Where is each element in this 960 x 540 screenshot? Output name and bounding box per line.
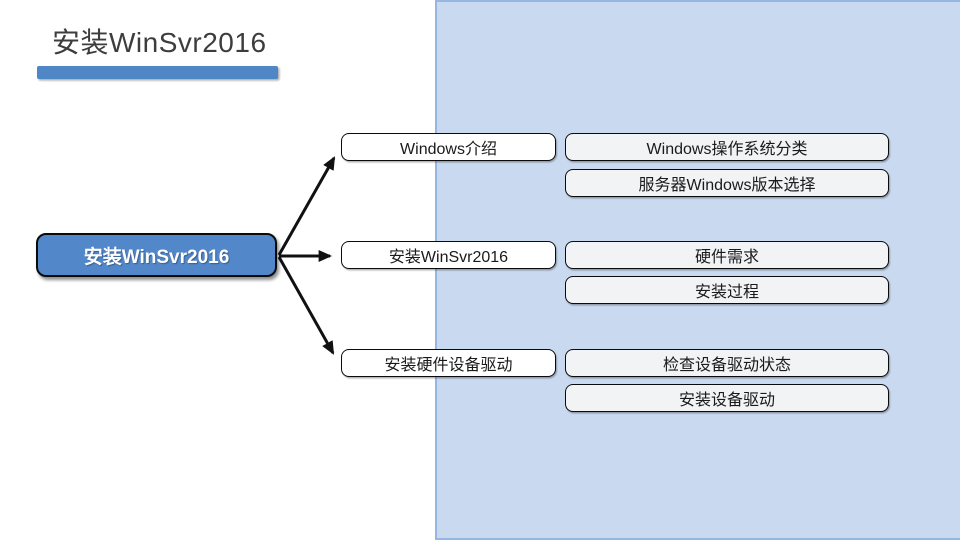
branch-node-windows-intro: Windows介绍: [341, 133, 556, 161]
arrow-root-to-branch-1: [277, 156, 336, 256]
content-panel: [435, 0, 960, 540]
slide-title: 安装WinSvr2016: [52, 27, 267, 58]
leaf-node-hardware-requirements: 硬件需求: [565, 241, 889, 269]
leaf-node-check-driver-status: 检查设备驱动状态: [565, 349, 889, 377]
branch-node-install-winsvr2016: 安装WinSvr2016: [341, 241, 556, 269]
leaf-node-install-process: 安装过程: [565, 276, 889, 304]
leaf-node-os-classification: Windows操作系统分类: [565, 133, 889, 161]
leaf-node-install-drivers: 安装设备驱动: [565, 384, 889, 412]
title-underline: [37, 66, 278, 79]
root-node: 安装WinSvr2016: [36, 233, 277, 277]
leaf-node-server-version-choice: 服务器Windows版本选择: [565, 169, 889, 197]
arrow-root-to-branch-3: [277, 256, 335, 355]
branch-node-install-device-drivers: 安装硬件设备驱动: [341, 349, 556, 377]
